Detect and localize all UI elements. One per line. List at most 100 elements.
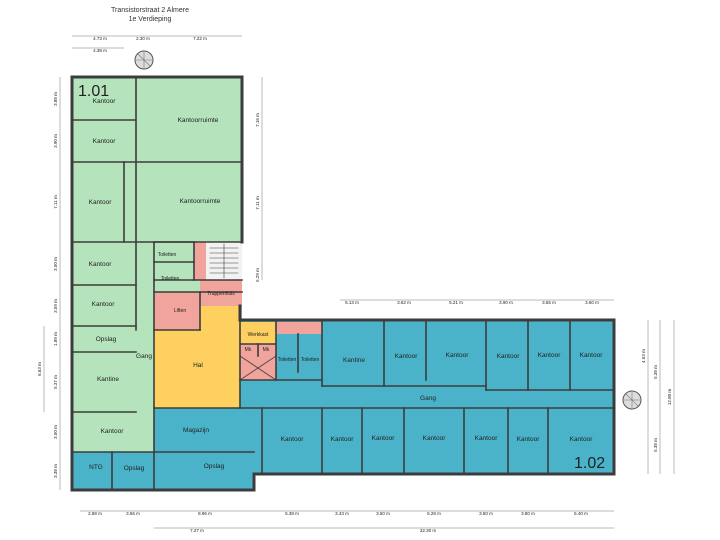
dim-label: 3.62 m	[397, 300, 411, 305]
werkkast-fill	[240, 322, 276, 344]
dim-label: 7.22 m	[193, 36, 207, 41]
room-label: Kantoor	[538, 352, 562, 359]
wc-pink-fill	[276, 322, 322, 334]
blue-sw-fill	[72, 452, 156, 490]
room-label: Kantoor	[423, 435, 447, 442]
walls	[70, 75, 616, 492]
dim-label: 12.80 m	[667, 389, 672, 406]
blue-wing-fill	[240, 320, 614, 474]
room-label: NTG	[89, 464, 103, 471]
room-label: Gang	[420, 395, 436, 402]
stair-treads	[209, 243, 239, 279]
dim-label: 5.38 m	[653, 438, 658, 452]
stair-pink-fill	[194, 242, 206, 280]
dim-label: 5.29 m	[255, 268, 260, 282]
zone-label-1-02: 1.02	[574, 455, 605, 472]
dim-label: 8.96 m	[198, 511, 212, 516]
room-label: Trappenhuis	[207, 291, 235, 297]
dim-label: 3.88 m	[53, 92, 58, 106]
outer-wall-green	[70, 75, 244, 244]
dim-label: 32.30 m	[420, 528, 437, 533]
room-label: Toiletten	[278, 357, 297, 363]
dim-label: 1.89 m	[53, 332, 58, 346]
dim-label: 4.73 m	[93, 36, 107, 41]
spiral-stairs	[134, 50, 642, 410]
dim-label: 3.50 m	[53, 425, 58, 439]
dim-label: 4.38 m	[93, 48, 107, 53]
dim-label: 3.90 m	[499, 300, 513, 305]
room-label: Gang	[136, 353, 152, 360]
blue-south-fill	[154, 408, 254, 490]
vertical-dims-right: 7.16 m 7.11 m 5.29 m 4.53 m 5.38 m 12.80…	[255, 113, 672, 452]
room-label: Kantoor	[475, 435, 499, 442]
room-label: Kantoor	[89, 261, 113, 268]
dim-label: 3.90 m	[53, 134, 58, 148]
dim-label: 3.59 m	[53, 299, 58, 313]
shaft-cross	[239, 355, 277, 381]
dim-label: 5.13 m	[345, 300, 359, 305]
dim-label: 5.38 m	[653, 365, 658, 379]
room-label: Kantoorruimte	[180, 198, 221, 205]
dim-label: 3.80 m	[521, 511, 535, 516]
trappenhuis-fill	[200, 280, 242, 306]
dim-label: 3.38 m	[53, 464, 58, 478]
room-label: Toiletten	[301, 357, 320, 363]
partitions	[71, 76, 615, 491]
zone-label-1-01: 1.01	[78, 83, 109, 100]
room-label: Toiletten	[158, 252, 177, 258]
room-label: Mk	[245, 347, 252, 353]
address-title: Transistorstraat 2 Almere	[111, 7, 189, 14]
room-fills	[72, 77, 614, 490]
room-label: Opslag	[96, 336, 117, 343]
floor-title: 1e Verdieping	[128, 16, 172, 23]
dim-label: 2.30 m	[136, 36, 150, 41]
plan-header: Transistorstraat 2 Almere 1e Verdieping	[0, 6, 300, 24]
dim-label: 5.38 m	[285, 511, 299, 516]
room-label: Mk	[263, 347, 270, 353]
room-label: Werkkast	[248, 332, 269, 338]
room-label: Kantoor	[446, 352, 470, 359]
dim-label: 5.37 m	[53, 375, 58, 389]
liften-fill	[154, 292, 200, 330]
dim-label: 4.53 m	[641, 349, 646, 363]
room-label: Kantoor	[89, 199, 113, 206]
dim-label: 3.43 m	[335, 511, 349, 516]
dim-label: 5.40 m	[574, 511, 588, 516]
dim-label: 6.63 m	[37, 362, 42, 376]
dim-label: 3.50 m	[376, 511, 390, 516]
room-label: Kantoor	[580, 352, 604, 359]
dim-label: 3.50 m	[53, 257, 58, 271]
room-labels: Kantoor Kantoorruimte Kantoor Kantoor Ka…	[89, 98, 604, 472]
dimension-lines	[43, 35, 675, 529]
room-label: Magazijn	[183, 427, 209, 434]
room-label: Opslag	[204, 463, 225, 470]
room-label: Kantine	[97, 376, 119, 383]
room-label: Opslag	[124, 465, 145, 472]
room-label: Kantoor	[101, 428, 125, 435]
room-label: Kantine	[343, 357, 365, 364]
dim-label: 7.27 m	[190, 528, 204, 533]
room-label: Kantoor	[281, 436, 305, 443]
dim-label: 3.56 m	[126, 511, 140, 516]
dim-label: 7.16 m	[255, 113, 260, 127]
room-label: Kantoor	[331, 436, 355, 443]
dimension-texts: 4.73 m 2.30 m 7.22 m 4.38 m 5.13 m 3.62 …	[37, 36, 672, 533]
dim-label: 7.11 m	[53, 195, 58, 209]
room-label: Kantoor	[570, 436, 594, 443]
room-label: Kantoor	[92, 301, 116, 308]
dim-label: 3.50 m	[479, 511, 493, 516]
dim-label: 2.88 m	[88, 511, 102, 516]
room-label: Kantoor	[497, 353, 521, 360]
room-label: Kantoor	[517, 436, 541, 443]
room-label: Kantoor	[372, 435, 396, 442]
dim-label: 5.21 m	[449, 300, 463, 305]
dim-label: 3.60 m	[585, 300, 599, 305]
room-label: Kantoorruimte	[178, 117, 219, 124]
outer-wall-west	[70, 75, 616, 492]
vertical-dims-left: 3.88 m 3.90 m 7.11 m 3.50 m 3.59 m 1.89 …	[37, 92, 58, 478]
room-label: Hal	[193, 362, 203, 369]
room-label: Kantoor	[395, 353, 419, 360]
dim-label: 7.11 m	[255, 196, 260, 210]
room-label: Kantoor	[93, 138, 117, 145]
